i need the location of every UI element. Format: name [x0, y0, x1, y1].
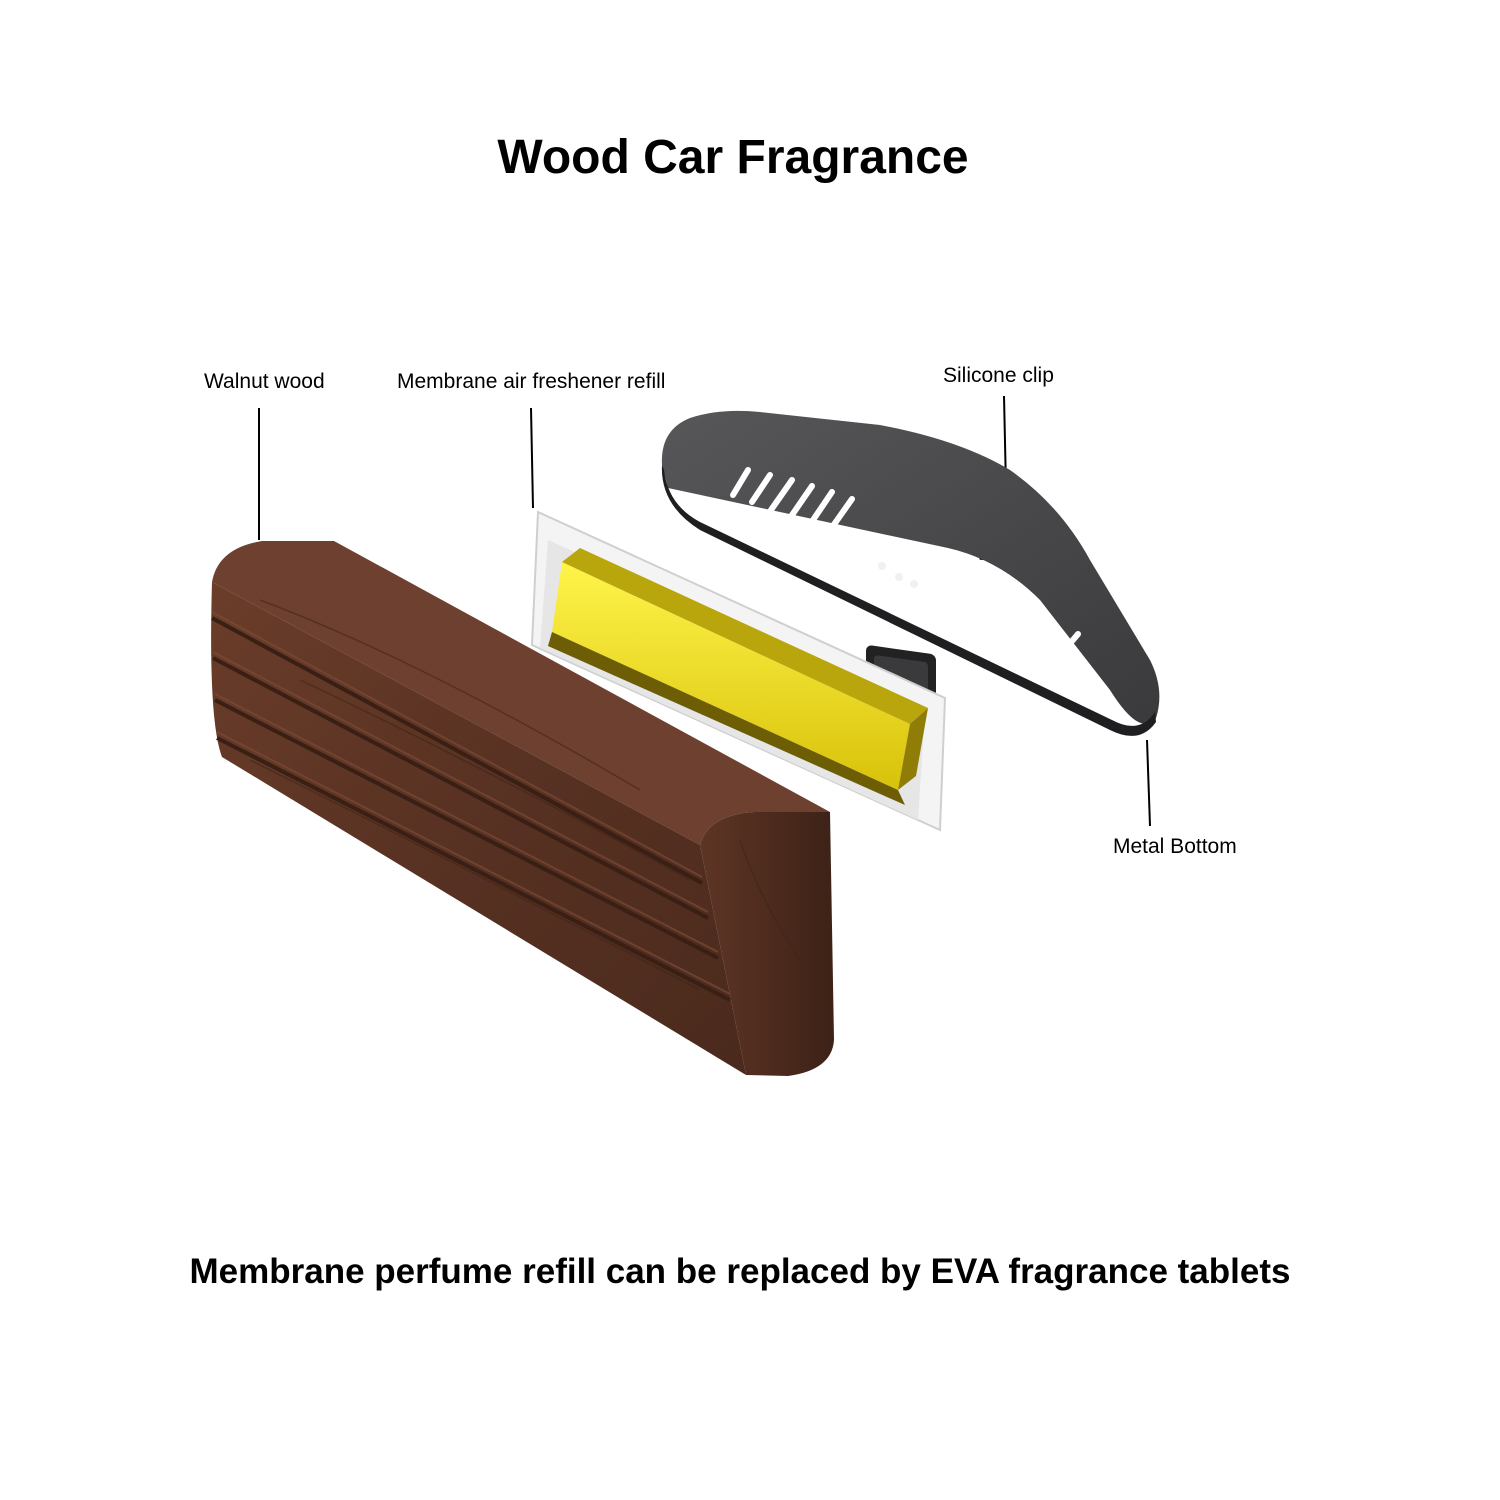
refill-leader-line [530, 407, 534, 509]
clip-vent-slots-right [942, 601, 1081, 670]
silicone-clip-label: Silicone clip [943, 364, 1054, 387]
mount-hole [895, 573, 903, 581]
metal-bottom-label: Metal Bottom [1113, 835, 1237, 858]
refill-label: Membrane air freshener refill [397, 370, 666, 393]
refill-yellow-membrane [552, 562, 910, 790]
membrane-refill [530, 510, 947, 832]
clip-vent-slots-left [730, 467, 855, 536]
walnut-wood-label: Walnut wood [204, 370, 325, 393]
metal-leader-line [1146, 739, 1151, 827]
caption: Membrane perfume refill can be replaced … [189, 1252, 1291, 1291]
wood-grain [249, 599, 801, 991]
page-title: Wood Car Fragrance [497, 131, 969, 184]
wood-grooves [211, 616, 731, 1002]
wood-end-face [700, 812, 834, 1076]
walnut-wood-block [211, 541, 834, 1076]
mount-hole [878, 562, 886, 570]
mount-hole [910, 580, 918, 588]
